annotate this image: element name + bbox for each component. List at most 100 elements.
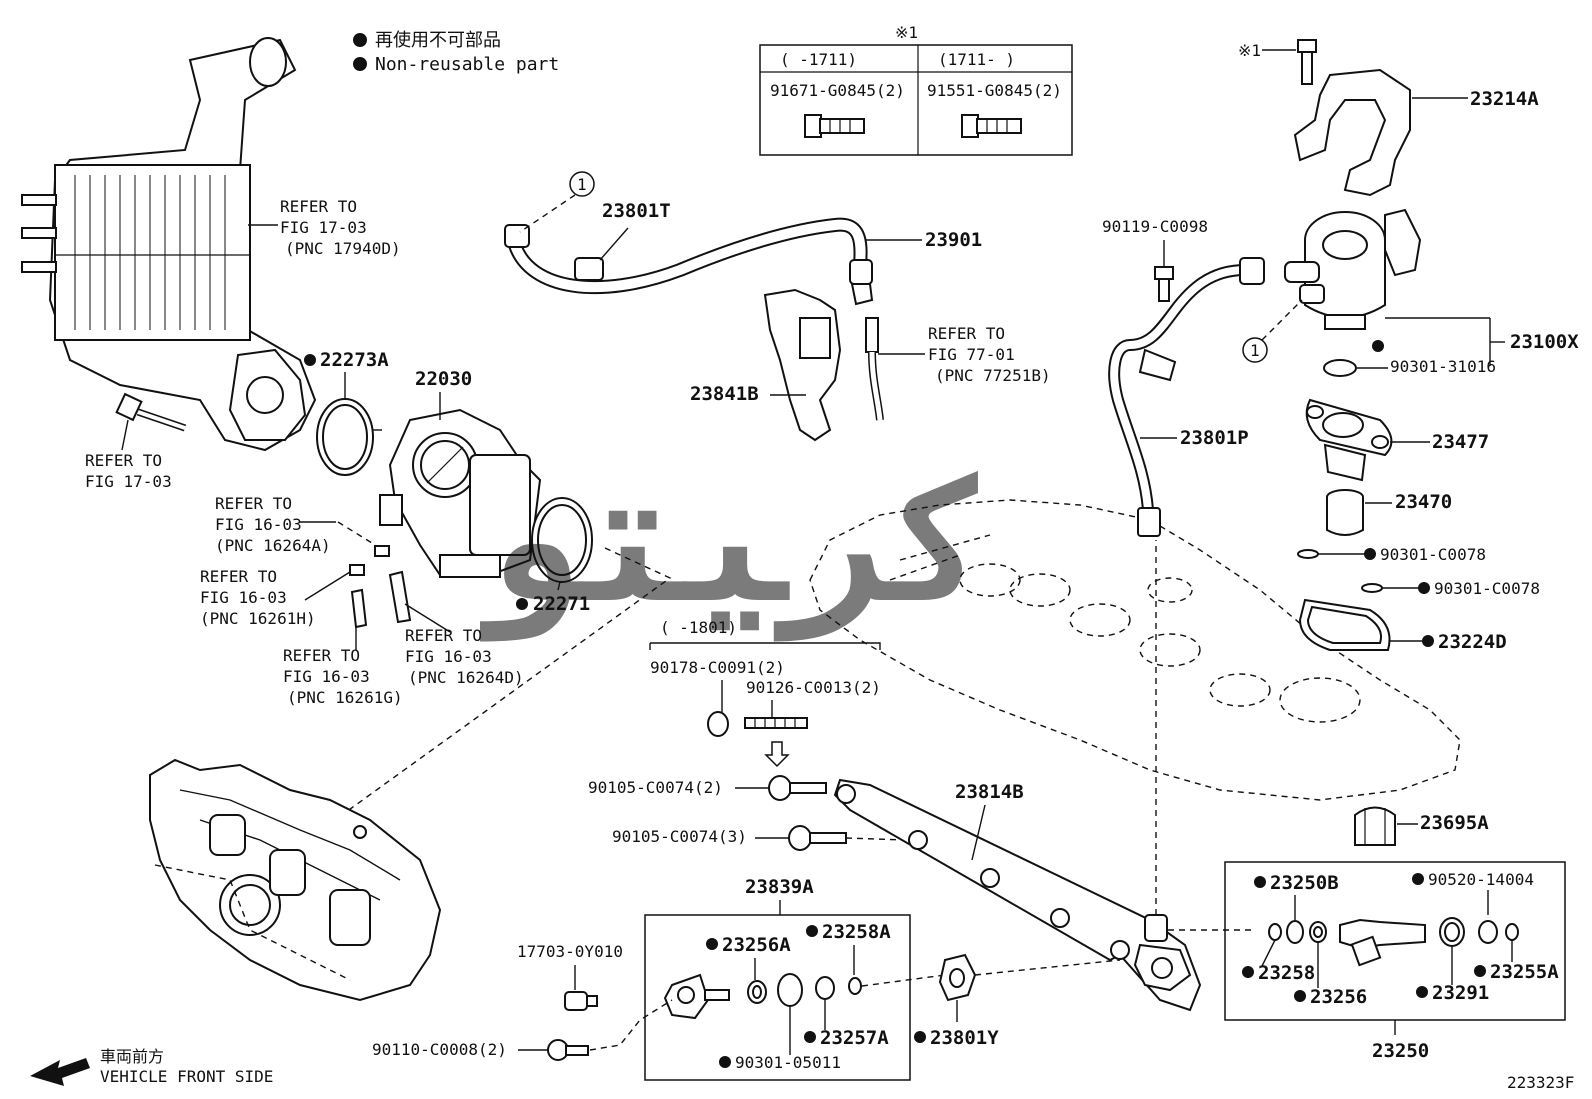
fuel-pump-23100x — [1284, 208, 1422, 330]
part-23250: 23250 — [1372, 1040, 1429, 1062]
gasket-23224d — [1298, 598, 1391, 651]
callout-1-pump: 1 — [1250, 341, 1260, 360]
ref-17940d-l2: FIG 17-03 — [280, 218, 367, 237]
ref-16264a-l2: FIG 16-03 — [215, 515, 302, 534]
note-23214a: ※1 — [1238, 41, 1261, 60]
part-23901: 23901 — [925, 229, 982, 251]
part-23100x: 23100X — [1510, 331, 1579, 353]
clip-23801t — [574, 257, 604, 281]
bolt — [115, 392, 187, 432]
ref-17-03-l2: FIG 17-03 — [85, 472, 172, 491]
bolt-90105-3 — [788, 825, 847, 851]
bolt-90105-2 — [768, 775, 827, 801]
part-23256a: 23256A — [722, 934, 791, 956]
cylinder-head-cover — [809, 499, 1461, 801]
part-23839a: 23839A — [745, 876, 814, 898]
part-90301-c0078-b: 90301-C0078 — [1434, 579, 1540, 598]
part-23801p: 23801P — [1180, 427, 1249, 449]
figure-id: 223323F — [1507, 1073, 1574, 1092]
part-90520: 90520-14004 — [1428, 870, 1534, 889]
part-90301-c0078-a: 90301-C0078 — [1380, 545, 1486, 564]
bolt-table-range-1: ( -1711) — [780, 50, 857, 69]
part-90105-3: 90105-C0074(3) — [612, 827, 747, 846]
ref-17940d-l3: (PNC 17940D) — [285, 239, 401, 258]
part-23470: 23470 — [1395, 491, 1452, 513]
part-23814b: 23814B — [955, 781, 1024, 803]
ref-16264d-l1: REFER TO — [405, 626, 482, 645]
injector-23250 — [1339, 918, 1426, 967]
ref-16261g-l3: (PNC 16261G) — [287, 688, 403, 707]
intake-manifold — [149, 758, 442, 1002]
front-en: VEHICLE FRONT SIDE — [100, 1067, 273, 1086]
bolt-table: ※1 ( -1711) (1711- ) 91671-G0845(2) 9155… — [759, 23, 1073, 156]
ref-16261g-l1: REFER TO — [283, 646, 360, 665]
intercooler — [21, 37, 317, 452]
callout-1-top: 1 — [577, 175, 587, 194]
vacuum-hose — [865, 317, 884, 421]
part-22273a: 22273A — [320, 349, 389, 371]
part-23695a: 23695A — [1420, 812, 1489, 834]
bolt-table-part-1: 91671-G0845(2) — [770, 81, 905, 100]
ref-77251b-l1: REFER TO — [928, 324, 1005, 343]
bolt-90110 — [547, 1039, 589, 1061]
ref-17-03-l1: REFER TO — [85, 451, 162, 470]
throttle-body — [379, 408, 542, 578]
arrow-left-icon — [30, 1058, 90, 1086]
fuel-pipe-23801p — [1108, 257, 1265, 537]
cover-23214a — [1293, 68, 1411, 197]
connector-23839a — [663, 973, 730, 1020]
part-23258a: 23258A — [822, 921, 891, 943]
part-23224d: 23224D — [1438, 631, 1507, 653]
part-23477: 23477 — [1432, 431, 1489, 453]
ref-16261h-l1: REFER TO — [200, 567, 277, 586]
part-90105-2: 90105-C0074(2) — [588, 778, 723, 797]
stud-90126 — [744, 717, 808, 729]
part-90178: 90178-C0091(2) — [650, 658, 785, 677]
nut-90178 — [707, 711, 729, 737]
part-90119: 90119-C0098 — [1102, 217, 1208, 236]
part-23250b: 23250B — [1270, 872, 1339, 894]
part-23258: 23258 — [1258, 962, 1315, 984]
ref-77251b-l2: FIG 77-01 — [928, 345, 1015, 364]
part-22271: 22271 — [533, 593, 590, 615]
legend: 再使用不可部品 Non-reusable part — [353, 30, 559, 75]
watermark: ﮐﺮﻴﺘﻮ — [480, 443, 992, 642]
flange-bolt-icon — [961, 114, 1022, 138]
ref-77251b-l3: (PNC 77251B) — [935, 366, 1051, 385]
part-90301-31016: 90301-31016 — [1390, 357, 1496, 376]
part-23801t: 23801T — [602, 200, 671, 222]
part-90110: 90110-C0008(2) — [372, 1040, 507, 1059]
part-90126: 90126-C0013(2) — [746, 678, 881, 697]
legend-en: Non-reusable part — [375, 54, 559, 75]
bracket-23841b — [763, 288, 842, 442]
ref-16264a-l3: (PNC 16264A) — [215, 536, 331, 555]
part-90301-05011: 90301-05011 — [735, 1053, 841, 1072]
part-22030: 22030 — [415, 368, 472, 390]
ref-16261h-l3: (PNC 16261H) — [200, 609, 316, 628]
part-23801y: 23801Y — [930, 1027, 999, 1049]
front-jp: 車両前方 — [100, 1047, 164, 1066]
bolt-table-note: ※1 — [895, 23, 918, 42]
bolt-table-part-2: 91551-G0845(2) — [927, 81, 1062, 100]
flange-bolt-icon — [804, 114, 865, 138]
ref-16261h-l2: FIG 16-03 — [200, 588, 287, 607]
plug-17703 — [564, 991, 598, 1011]
bolt-23214a — [1297, 39, 1317, 85]
range-1801: ( -1801) — [660, 618, 737, 637]
part-23214a: 23214A — [1470, 88, 1539, 110]
clamp-23695a — [1354, 806, 1396, 846]
ref-16261g-l2: FIG 16-03 — [283, 667, 370, 686]
fuel-hose-23901 — [504, 217, 874, 306]
gasket-22273a — [316, 398, 382, 476]
part-23291: 23291 — [1432, 982, 1489, 1004]
part-23841b: 23841B — [690, 383, 759, 405]
hose-clip — [349, 545, 390, 576]
insulator-23477 — [1305, 398, 1393, 482]
arrow-down-icon — [764, 741, 790, 768]
bolt-table-range-2: (1711- ) — [938, 50, 1015, 69]
ref-16264d-l2: FIG 16-03 — [405, 647, 492, 666]
box-23839a — [644, 914, 911, 1081]
lifter-23470 — [1326, 489, 1364, 536]
ref-16264a-l1: REFER TO — [215, 494, 292, 513]
bolt-90119 — [1154, 266, 1174, 302]
